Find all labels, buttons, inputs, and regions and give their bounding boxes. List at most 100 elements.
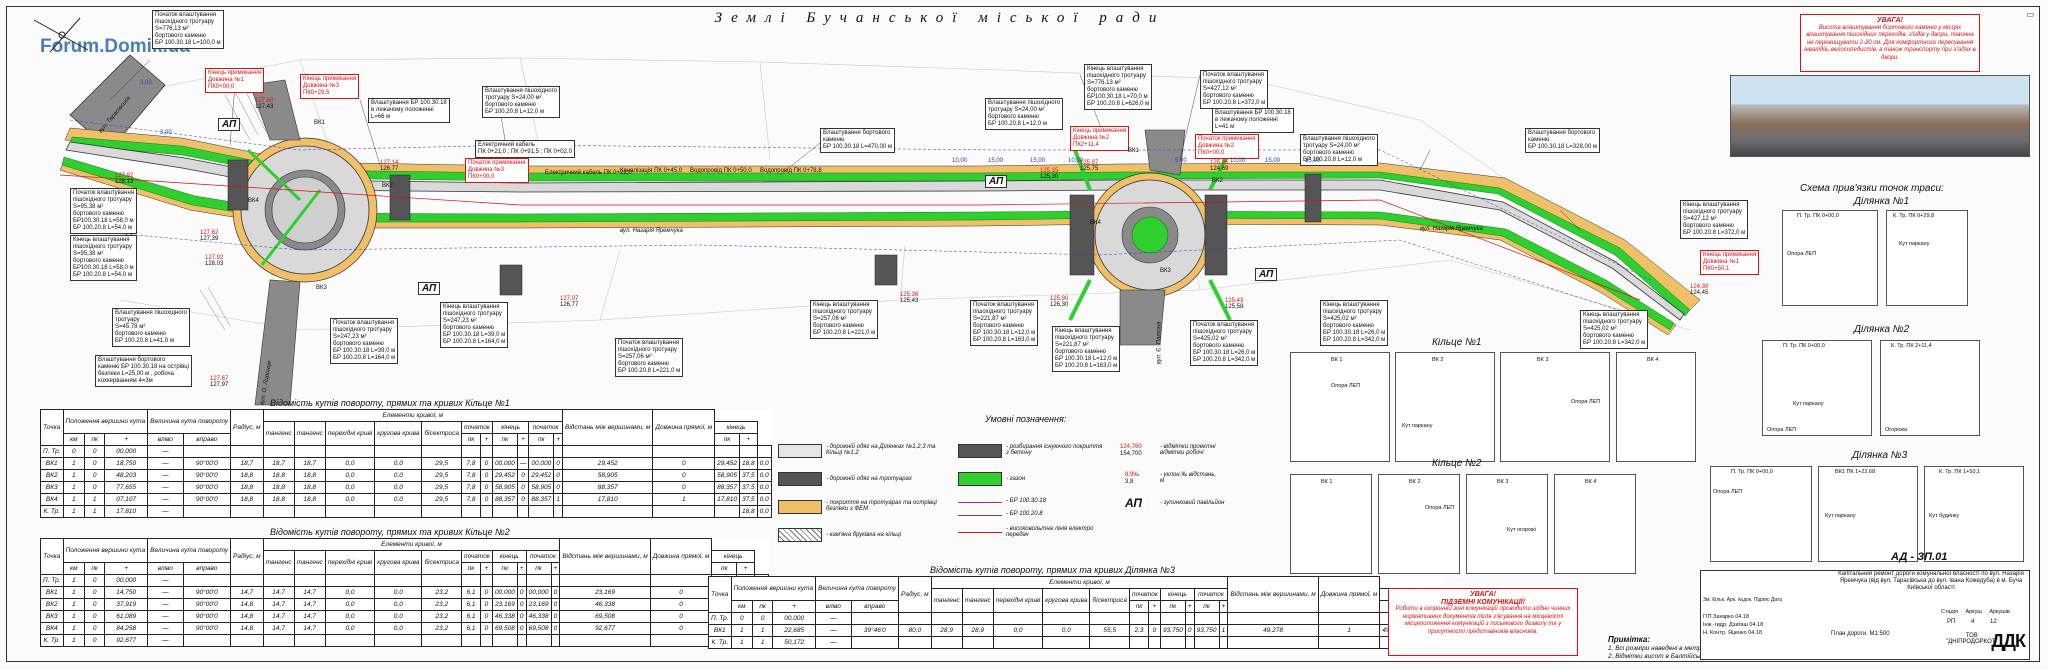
legend-line — [958, 532, 1002, 533]
callout: Влаштування пішохідного тротуару S=24,00… — [482, 86, 561, 118]
object-name: Капітальний ремонт дороги комунальної вл… — [1838, 571, 2024, 591]
legend-text: - покриття на тротуарах та острівці безп… — [826, 500, 937, 512]
th-sub: + — [516, 433, 530, 446]
dist-cell: 37,5 — [739, 469, 758, 482]
note-item: 1. Всі розміри наведені в метрах. — [1608, 645, 1710, 652]
legend-slope: 8,9‰ — [1125, 472, 1140, 478]
elevation-design: 127,92 — [115, 173, 134, 179]
elevation-actual: 125,75 — [1080, 166, 1099, 172]
stage-values: РП 4 12 — [1947, 619, 1997, 625]
legend-swatch — [778, 528, 822, 542]
dimension: 10,00 — [1230, 158, 1246, 164]
elevation-design: 127,60 — [255, 98, 274, 104]
th-sub: кругова крива — [1042, 588, 1091, 613]
th-sub: кругова крива — [374, 421, 423, 446]
th-sub: + — [104, 433, 149, 446]
callout: Кінець влаштування пішохідного тротуару … — [1052, 326, 1121, 372]
vk-label: ВК3 — [1160, 268, 1171, 274]
th-sub: пк — [461, 562, 482, 575]
elevation-actual: 126,77 — [380, 166, 399, 172]
th-sub: тангенс — [262, 550, 295, 575]
sheet-number: ▭ — [2026, 10, 2034, 19]
callout: Влаштування пішохідного тротуару S=24,00… — [985, 98, 1064, 130]
th-sub: + — [1184, 600, 1195, 613]
legend-swatch — [778, 472, 822, 486]
th-begin: початок — [461, 421, 493, 434]
elevation-actual: 125,30 — [1040, 174, 1059, 180]
callout: Кінець влаштування пішохідного тротуару … — [1084, 64, 1153, 110]
th-angle: Величина кута повороту — [815, 576, 899, 601]
th-sub: перехідні криві — [324, 421, 376, 446]
th-sub: пк — [84, 562, 106, 575]
th-sub: + — [1148, 600, 1161, 613]
th-sub: пк — [1159, 600, 1186, 613]
legend-elev: 154,700 — [1120, 451, 1142, 457]
bus-stop-label: АП — [985, 175, 1008, 188]
elevation-design: 125,36 — [900, 292, 919, 298]
dist-cell: 37,5 — [739, 481, 758, 494]
elevation-design: 127,07 — [560, 296, 579, 302]
elevation-actual: 127,39 — [200, 236, 219, 242]
street-label: вул. Назарія Яремчука — [1420, 226, 1483, 232]
th-sub: вправо — [182, 433, 232, 446]
th-sub: пк — [461, 433, 482, 446]
utility-label: Електричний кабель ПК 0+21,0 — [545, 170, 632, 176]
th-sub: пк — [711, 562, 738, 575]
th-end: кінець — [491, 421, 530, 434]
scheme-k2-vk1: ВК 1 — [1290, 474, 1372, 574]
callout: Кінець влаштування пішохідного тротуару … — [1580, 310, 1649, 349]
th-end: кінець — [714, 421, 758, 434]
th-sub: кругова крива — [374, 550, 423, 575]
callout: Влаштування пішохідного тротуару S=45,78… — [112, 308, 191, 347]
vk-label: ВК4 — [248, 198, 259, 204]
roundabout-2 — [1068, 129, 1232, 346]
elevation-design: 127,67 — [210, 376, 229, 382]
power-line — [59, 174, 1641, 301]
th-sub: + — [736, 562, 755, 575]
utility-label: Водопровід ПК 0+50,0 — [690, 168, 752, 174]
sheet-frame — [6, 6, 2040, 662]
warning-title: УВАГА! — [1470, 591, 1496, 598]
scheme-d2-title: Ділянка №2 — [1854, 324, 1910, 335]
dimension: 3,00 — [140, 80, 152, 86]
th-sub: тангенс — [293, 421, 326, 446]
th-sub: + — [739, 433, 758, 446]
dist-cell: 37,5 — [739, 493, 758, 506]
dist-cell: 18,8 — [739, 457, 758, 470]
elevation-design: 127,62 — [200, 230, 219, 236]
th-sub: пк — [714, 433, 740, 446]
legend-text: - відмітки проектні відмітки робочі — [1160, 444, 1216, 456]
th-elements: Елементи кривої, м — [930, 576, 1229, 589]
th-begin: початок — [528, 421, 564, 434]
th-pos: Положення вершини кута — [62, 409, 149, 434]
elevation-actual: 124,45 — [1690, 290, 1709, 296]
utility-label: Каналізація ПК 0+45,0 — [620, 168, 683, 174]
th-radius: Радіус, м — [230, 538, 264, 575]
street-label: вул. Є. Патона — [1156, 321, 1163, 365]
callout: Влаштування бортового каменю БР 100.30.1… — [95, 355, 193, 387]
th-end: кінець — [1159, 588, 1195, 601]
roundabout-1 — [232, 79, 378, 406]
th-sub: вправо — [850, 600, 900, 613]
th-dist: Відстань між вершинами, м — [1227, 576, 1319, 613]
th-sub: пк — [1129, 600, 1150, 613]
notes: Примітка: 1. Всі розміри наведені в метр… — [1608, 636, 1757, 661]
dist-cell: 18,8 — [739, 505, 758, 518]
dist-cell — [739, 445, 758, 458]
callout: Влаштування БР 100.30.18 в лежачому поло… — [368, 98, 450, 123]
legend-line — [958, 502, 1002, 503]
th-sub: + — [772, 600, 817, 613]
stamp-staff: ГІП Захарко 04.18 Інж.-гидр. Дзигаш 04.1… — [1703, 614, 1764, 636]
organization-logo: ДДК — [1991, 631, 2026, 651]
